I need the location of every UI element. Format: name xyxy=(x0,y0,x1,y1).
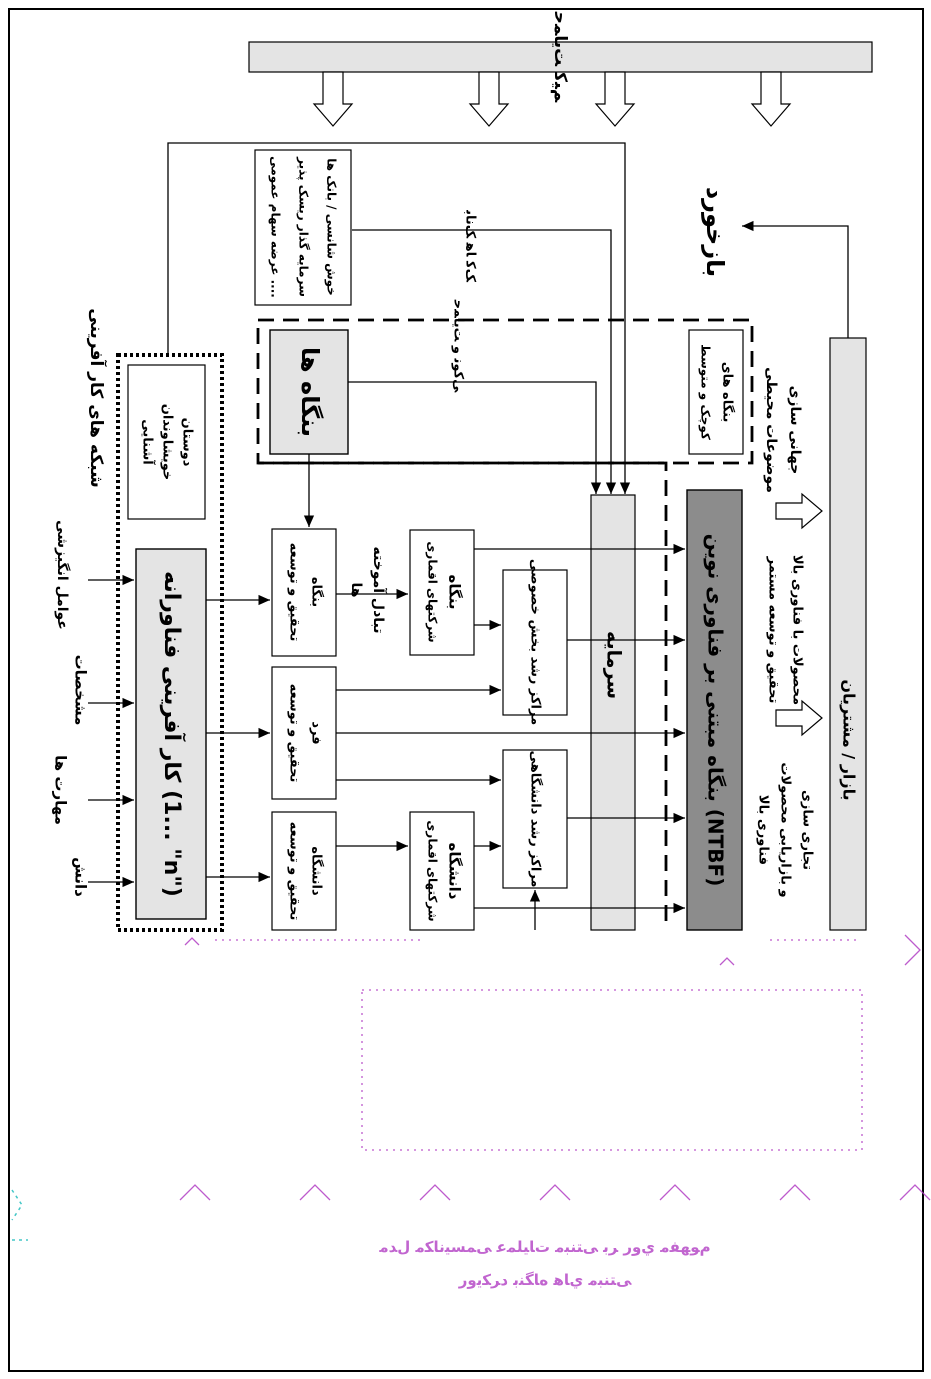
top-banner-label: ﻢﯿﮐ ﺖﯾﺎﻤﺣ xyxy=(550,11,570,103)
sme-line-1: بنگاه های xyxy=(720,362,736,423)
right-arrow-2 xyxy=(775,699,823,737)
incubator-private-label: مراکز رشد بخش خصوصی xyxy=(528,559,543,725)
hightech-line-1: محصولات با فناوری بالا xyxy=(790,555,805,705)
connector-investors-to-capital xyxy=(352,229,617,494)
firms-box-label: بنگاه ها xyxy=(296,347,324,437)
sme-box xyxy=(688,329,744,455)
rd-university-line-1: دانشگاه xyxy=(309,846,325,896)
commercialization-line-1: تجاری سازی xyxy=(800,790,815,870)
page-border xyxy=(8,8,924,1372)
investors-box xyxy=(254,149,352,306)
feedback-arrow xyxy=(742,220,849,338)
rd-university-line-2: تحقیق و توسعه xyxy=(287,822,302,921)
sme-line-2: کوچک و متوسط xyxy=(698,344,713,440)
feedback-label: بازخورد xyxy=(701,187,729,277)
connector-friends-to-capital xyxy=(167,142,631,494)
commercialization-line-3: فناوری بالا xyxy=(756,795,771,865)
down-arrow-4 xyxy=(750,71,792,127)
investors-line-3: عرضه سهام عمومی .... xyxy=(268,156,283,298)
support-label-1: ﮏﮐ ﺎﻫ ﮏﻧﺎﺑ xyxy=(463,209,478,282)
faded-caption-2: ﯽﺘﻨﺒﻣ ﻱﺎﻫ ﻩﺎﮕﻨﺑ ﺩﺮﮑﯾﻭﺭ xyxy=(458,1271,632,1290)
faded-cyan-marks xyxy=(11,1189,28,1241)
spinoff-firm-box xyxy=(409,529,475,656)
firms-box xyxy=(269,329,349,455)
friends-box xyxy=(127,364,206,520)
market-bar xyxy=(829,337,867,931)
friends-line-1: دوستان xyxy=(180,418,195,467)
entrepreneur-box xyxy=(135,548,207,920)
spinoff-university-line-1: دانشگاه xyxy=(446,843,464,900)
globalization-line-1: جهانی سازی xyxy=(787,386,803,475)
top-banner-bar xyxy=(248,41,873,73)
spinoff-firm-line-2: شرکتهای اقماری xyxy=(426,541,440,642)
rd-individual-line-2: تحقیق و توسعه xyxy=(287,684,302,783)
incubator-university-label: مراکز رشد دانشگاهی xyxy=(528,751,544,888)
factor-characteristics-label: مشخصات xyxy=(72,655,90,726)
investors-line-2: سرمایه گذار ریسک پذیر xyxy=(297,156,311,297)
incubator-private-box xyxy=(502,569,568,716)
commercialization-line-2: و بازاریابی محصولات xyxy=(778,762,793,897)
networks-dotted-container xyxy=(116,353,224,932)
entrepreneur-label: کار آفرینی فناورانه (1... "n") xyxy=(159,571,187,897)
spinoff-firm-line-1: بنگاه xyxy=(446,575,464,610)
firms-dashed-region xyxy=(256,318,754,465)
ntbf-bar xyxy=(686,489,743,931)
sidebar-networks-label: شبکه های کار آفرینی xyxy=(86,308,108,487)
investors-line-1: خوش شانسی / بانک ها xyxy=(324,158,339,296)
rd-individual-box xyxy=(271,666,337,800)
market-label: بازار / مشتریان xyxy=(840,679,859,800)
exchange-line-1: تبادل آموخته xyxy=(370,547,388,634)
factor-knowledge-label: دانش xyxy=(72,857,90,897)
capital-dashed-border xyxy=(258,461,668,930)
ntbf-label: بنگاه مبتنی بر فناوری نوین (NTBF) xyxy=(704,534,728,887)
connector-firms-to-capital xyxy=(348,381,602,494)
factor-skills-label: مهارت ها xyxy=(52,755,70,825)
down-arrow-3 xyxy=(594,71,636,127)
friends-line-3: آشنایی xyxy=(140,419,157,465)
down-arrow-2 xyxy=(468,71,510,127)
rd-firm-box xyxy=(271,528,337,657)
capital-bar xyxy=(590,494,636,931)
rd-firm-line-1: بنگاه xyxy=(309,577,325,607)
rd-individual-line-1: فرد xyxy=(309,721,324,744)
spinoff-university-box xyxy=(409,811,475,931)
friends-line-2: خویشاوندان xyxy=(160,404,175,481)
faded-caption-1: ﻡﻮﻬﻔﻣ ﻱﻭﺭ ﺮﺑ ﯽﺘﻨﺒﻣ ﺕﺎﯿﻠﻤﻋ ﯽﻤﺴﯿﻧﺎﮑﻣ ﻝﺪﻣ xyxy=(378,1238,710,1257)
faded-lower-region xyxy=(179,934,931,1201)
exchange-line-2: ها xyxy=(348,583,364,598)
globalization-line-2: موضوعات محیطی xyxy=(763,367,779,493)
spinoff-university-line-2: شرکتهای اقماری xyxy=(426,820,440,921)
down-arrow-1 xyxy=(312,71,354,127)
incubator-university-box xyxy=(502,749,568,889)
right-arrow-1 xyxy=(775,492,823,530)
rd-firm-line-2: تحقیق و توسعه xyxy=(287,543,302,642)
capital-label: سرمایه xyxy=(603,631,625,699)
factor-motivation-label: عوامل انگیزشی xyxy=(54,520,71,630)
hightech-line-2: تحقیق و توسعه مستمر xyxy=(766,556,781,704)
support-label-2: ﯽﮐﻮﻧ ﻭ ﺖﯾﺎﻤﺣ xyxy=(451,299,466,393)
rd-university-box xyxy=(271,811,337,931)
